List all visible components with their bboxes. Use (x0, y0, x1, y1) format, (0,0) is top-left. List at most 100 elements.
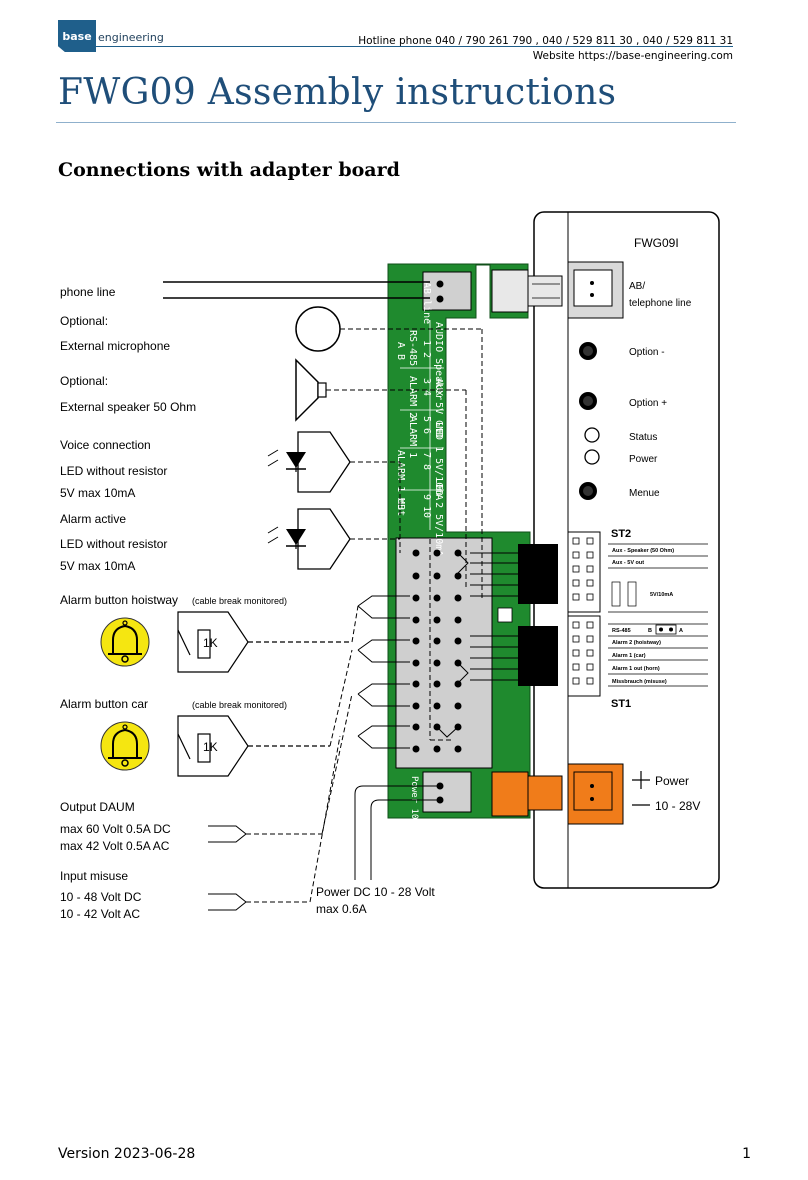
label-optional-2: Optional: (60, 374, 108, 388)
label-optional-1: Optional: (60, 314, 108, 328)
st1-alarm2: Alarm 2 (hoistway) (612, 640, 661, 646)
label-alarm-button-hoistway: Alarm button hoistway (60, 593, 178, 607)
version-text: Version 2023-06-28 (58, 1146, 196, 1162)
svg-text:LED 1 5V/10mA: LED 1 5V/10mA (433, 422, 444, 500)
label-cable-break-1: (cable break monitored) (192, 596, 287, 606)
power-led-label: Power (629, 454, 658, 465)
pcb-audio-speaker: AUDIO Speaker (433, 322, 444, 400)
label-resistor-1: 1K (203, 636, 218, 650)
st2-5v10ma: 5V/10mA (650, 592, 673, 598)
page-title: FWG09 Assembly instructions (58, 72, 617, 113)
switch-hoistway (177, 611, 352, 673)
pcb-led2-pins: 9 10 (421, 494, 432, 518)
label-output-daum: Output DAUM (60, 800, 135, 814)
pcb-audio-pins: 1 2 (421, 340, 432, 358)
logo-word: engineering (98, 31, 164, 44)
label-input-misuse: Input misuse (60, 869, 128, 883)
svg-text:5 6: 5 6 (421, 416, 432, 434)
label-voice-connection: Voice connection (60, 438, 151, 452)
label-input-misuse-dc: 10 - 48 Volt DC (60, 890, 142, 904)
label-led-spec-2: 5V max 10mA (60, 559, 135, 573)
pcb-led2: LED 2 5V/10mA (433, 478, 444, 556)
svg-text:3 4: 3 4 (421, 378, 432, 396)
led-alarm-icon (267, 508, 400, 570)
svg-text:Power 10-28V: Power 10-28V (409, 776, 419, 842)
svg-text:LED 2 5V/10mA: LED 2 5V/10mA (433, 478, 444, 556)
svg-text:AUX 5V GND: AUX 5V GND (433, 378, 444, 438)
rs485-a: A (679, 628, 683, 634)
website-text: Website https://base-engineering.com (532, 50, 733, 62)
menu-label: Menue (629, 488, 660, 499)
svg-text:ALARM 1 out: ALARM 1 out (395, 450, 406, 516)
pcb-rs485: RS-485 (407, 330, 418, 366)
hotline-text: Hotline phone 040 / 790 261 790 , 040 / … (358, 35, 733, 47)
label-resistor-2: 1K (203, 740, 218, 754)
pcb-aux-pins: 3 4 (421, 378, 432, 396)
alarm-bell-car-icon (100, 721, 150, 771)
st1-misuse: Missbrauch (misuse) (612, 679, 667, 685)
pcb-alarm1-out: ALARM 1 out (395, 450, 406, 516)
option-plus-label: Option + (629, 398, 667, 409)
pcb-alarm2: ALARM 2 (407, 376, 418, 418)
section-heading: Connections with adapter board (58, 159, 400, 181)
title-rule (56, 122, 736, 123)
label-input-misuse-ac: 10 - 42 Volt AC (60, 907, 140, 921)
label-power-max: max 0.6A (316, 902, 367, 916)
svg-text:A B: A B (395, 342, 406, 360)
st1-alarm1-out: Alarm 1 out (horn) (612, 666, 660, 672)
svg-text:ALARM 2: ALARM 2 (407, 376, 418, 418)
pcb-rs485-ab: A B (395, 342, 406, 360)
brand-logo: base engineering (58, 20, 164, 52)
label-external-microphone: External microphone (60, 339, 170, 353)
st2-aux-5v: Aux - 5V out (612, 560, 644, 566)
pcb-aux: AUX 5V GND (433, 378, 444, 438)
option-minus-label: Option - (629, 347, 665, 358)
switch-car (177, 715, 330, 777)
alarm-bell-hoistway-icon (100, 617, 150, 667)
svg-text:ALARM 1: ALARM 1 (407, 416, 418, 458)
svg-text:7 8: 7 8 (421, 452, 432, 470)
led-voice-icon (267, 431, 400, 493)
device-telephone-line: telephone line (629, 298, 692, 309)
label-led-without-resistor-2: LED without resistor (60, 537, 167, 551)
pcb-led1-pins: 5 6 (421, 416, 432, 434)
label-alarm-active: Alarm active (60, 512, 126, 526)
svg-text:1 2: 1 2 (421, 340, 432, 358)
pcb-power: Power 10-28V (409, 776, 419, 842)
power-plus-label: Power (655, 774, 689, 788)
pcb-alarm1-out-pins: 7 8 (421, 452, 432, 470)
svg-text:AB line: AB line (421, 282, 432, 324)
label-power-dc: Power DC 10 - 28 Volt (316, 885, 435, 899)
speaker-icon (295, 358, 467, 590)
label-phone-line: phone line (60, 285, 116, 299)
svg-text:AUDIO Speaker: AUDIO Speaker (433, 322, 444, 400)
svg-text:RS-485: RS-485 (407, 330, 418, 366)
pcb-alarm1: ALARM 1 (407, 416, 418, 458)
label-led-without-resistor-1: LED without resistor (60, 464, 167, 478)
microphone-icon (295, 306, 483, 600)
device-model: FWG09I (634, 236, 679, 250)
label-alarm-button-car: Alarm button car (60, 697, 148, 711)
st1-label: ST1 (611, 698, 631, 710)
header-rule (96, 46, 733, 47)
power-range-label: 10 - 28V (655, 799, 700, 813)
label-external-speaker: External speaker 50 Ohm (60, 400, 196, 414)
pcb-led1: LED 1 5V/10mA (433, 422, 444, 500)
st2-label: ST2 (611, 528, 631, 540)
rs485-b: B (648, 628, 652, 634)
logo-mark: base (58, 20, 96, 52)
rs485-label: RS-485 (612, 628, 631, 634)
st1-alarm1: Alarm 1 (car) (612, 653, 646, 659)
fwg09i-device (533, 211, 720, 889)
page-number: 1 (742, 1146, 751, 1162)
device-ab-label: AB/ (629, 281, 645, 292)
label-output-daum-ac: max 42 Volt 0.5A AC (60, 839, 170, 853)
label-output-daum-dc: max 60 Volt 0.5A DC (60, 822, 171, 836)
label-cable-break-2: (cable break monitored) (192, 700, 287, 710)
label-led-spec-1: 5V max 10mA (60, 486, 135, 500)
pcb-ab-line: AB line (421, 282, 432, 324)
status-label: Status (629, 432, 657, 443)
st2-aux-speaker: Aux - Speaker (50 Ohm) (612, 548, 674, 554)
svg-text:9 10: 9 10 (421, 494, 432, 518)
